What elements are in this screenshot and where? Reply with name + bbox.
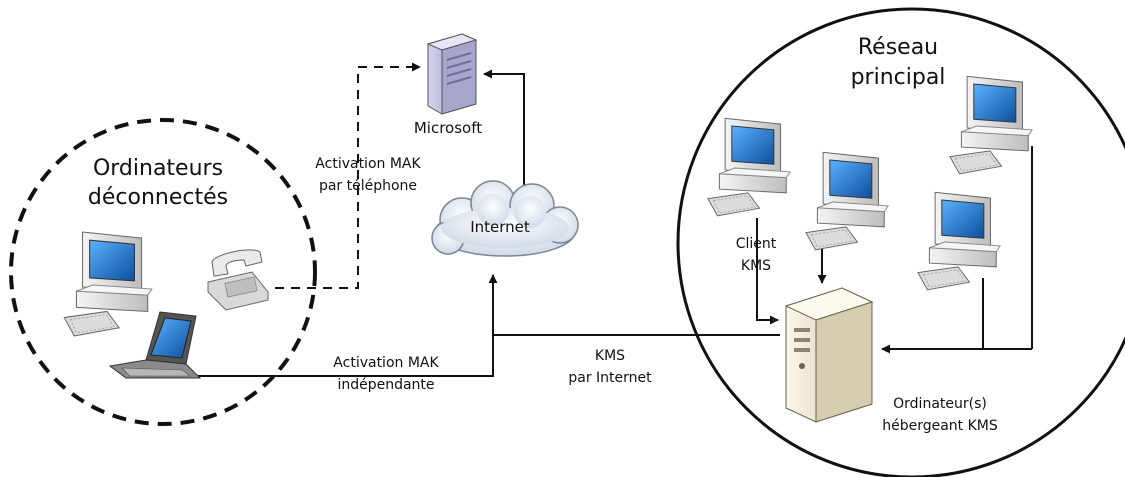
desktop-computer-icon [707,117,791,217]
tower-server-icon [784,287,874,423]
kms-host-label-line1: Ordinateur(s) [893,396,987,412]
phone-activation-link [275,62,421,289]
independent-activation-label-line1: Activation MAK [333,355,439,371]
laptop-icon [108,311,202,379]
main-network-title-line1: Réseau [858,35,938,60]
internet-to-microsoft-link [483,69,525,192]
microsoft-label: Microsoft [414,119,482,137]
desktop-computer-icon [917,191,1001,291]
kms-client-label-line1: Client [736,236,777,252]
phone-activation-label-line1: Activation MAK [315,156,421,172]
kms-client-label-line2: KMS [741,258,771,274]
disconnected-computers-boundary [9,118,317,426]
independent-activation-label-line2: indépendante [337,377,434,393]
disconnected-title-line2: déconnectés [88,185,228,210]
cloud-icon [431,180,579,257]
kms-internet-label-line1: KMS [595,348,625,364]
disconnected-title-line1: Ordinateurs [93,156,223,181]
main-network-boundary [676,7,1125,477]
server-icon [426,33,478,115]
phone-activation-label-line2: par téléphone [319,178,417,194]
independent-activation-link [195,274,498,377]
kms-client-link-left [756,218,779,325]
kms-internet-label-line2: par Internet [568,370,652,386]
main-network-title-line2: principal [851,65,946,90]
desktop-computer-icon [63,231,153,337]
kms-host-label-line2: hébergeant KMS [882,418,998,434]
desktop-computer-icon [949,75,1033,175]
internet-label: Internet [470,218,530,236]
telephone-icon [207,249,269,311]
desktop-computer-icon [805,151,889,251]
